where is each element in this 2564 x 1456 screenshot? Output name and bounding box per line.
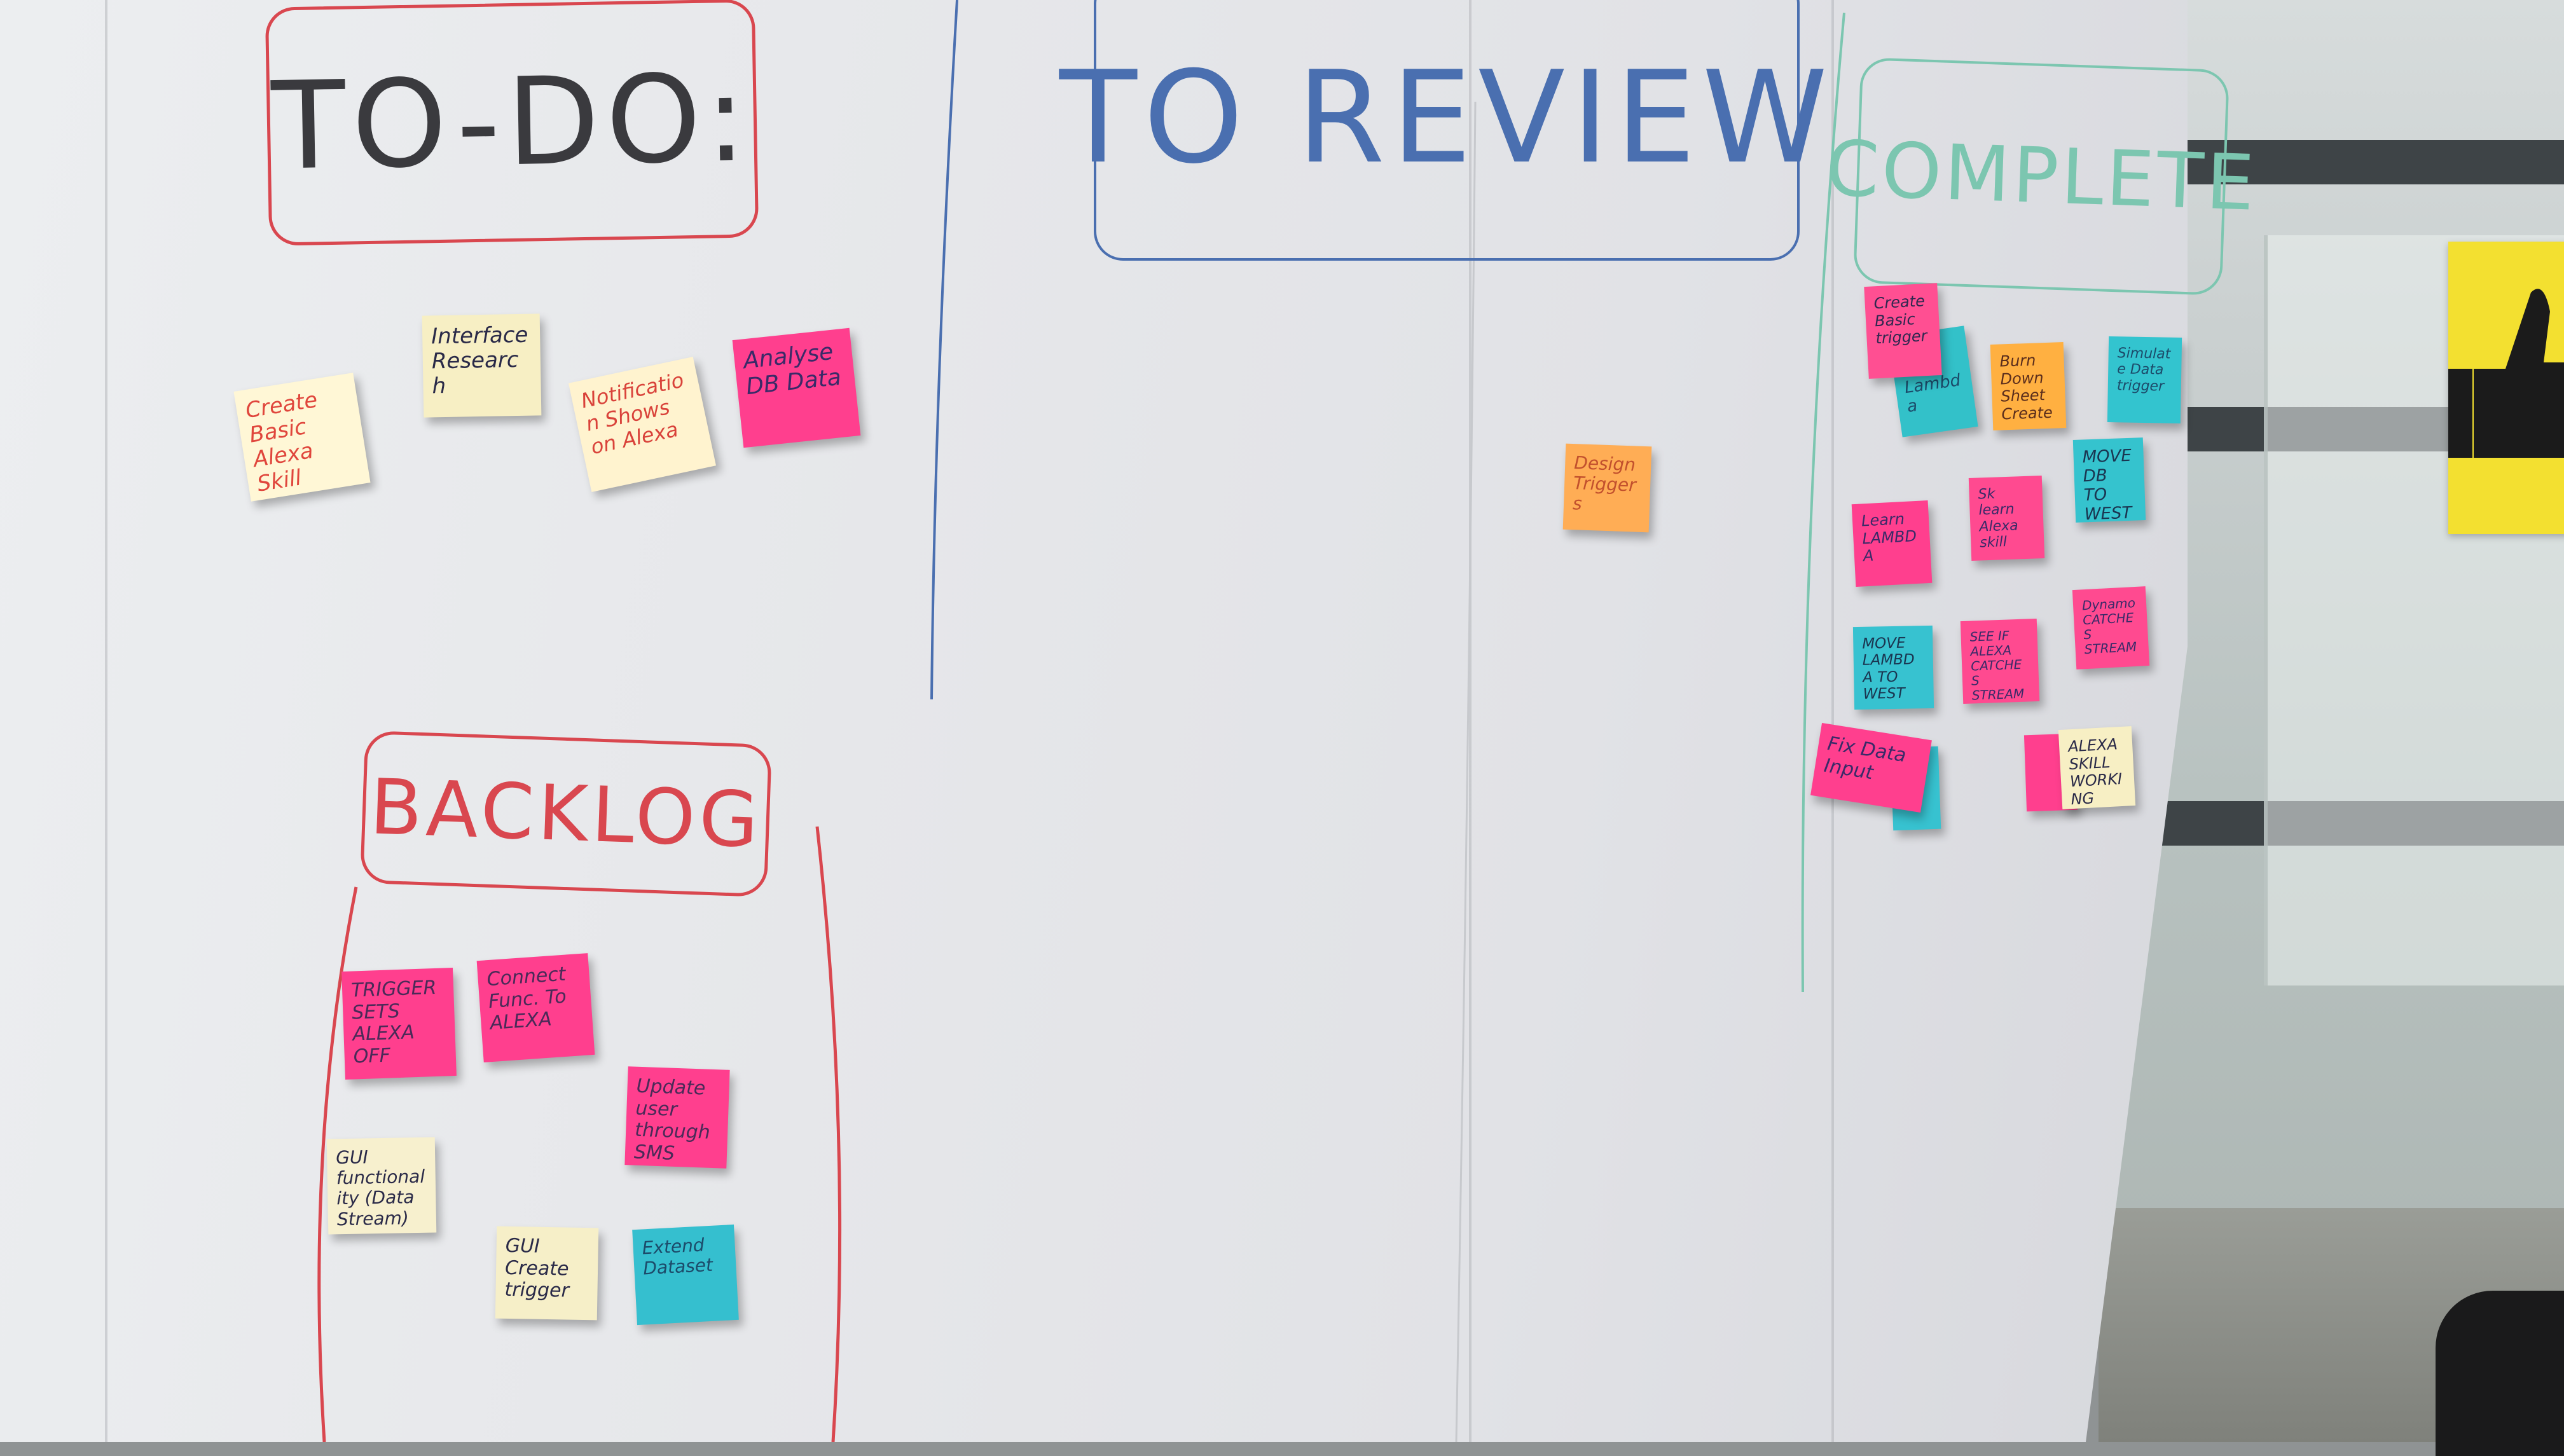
review-heading: TO REVIEW xyxy=(1059,43,1835,192)
sticky-note[interactable]: Update user through SMS xyxy=(624,1066,730,1169)
sticky-note[interactable]: Analyse DB Data xyxy=(732,327,861,448)
sticky-note[interactable]: Interface Research xyxy=(422,313,542,418)
todo-heading: TO-DO: xyxy=(270,48,754,197)
review-heading-box: TO REVIEW xyxy=(1059,0,1828,261)
sticky-note[interactable]: GUI functionality (Data Stream) xyxy=(326,1137,437,1235)
complete-heading: COMPLETE xyxy=(1824,125,2259,228)
sticky-note[interactable]: Create Basic Alexa Skill xyxy=(233,373,371,502)
sticky-note[interactable]: Dynamo CATCHES STREAM xyxy=(2072,586,2150,670)
complete-heading-box: COMPLETE xyxy=(1824,57,2258,296)
sticky-note[interactable]: Sk learn Alexa skill xyxy=(1968,476,2045,561)
sticky-note[interactable]: Design Triggers xyxy=(1562,443,1652,533)
todo-heading-box: TO-DO: xyxy=(265,0,759,246)
board-seam xyxy=(105,0,107,1442)
sticky-note[interactable]: Extend Dataset xyxy=(632,1224,739,1326)
sticky-note[interactable]: Create Basic trigger xyxy=(1864,283,1942,379)
backlog-heading: BACKLOG xyxy=(368,762,764,865)
office-chair xyxy=(2436,1291,2564,1456)
sticky-note[interactable]: Simulate Data trigger xyxy=(2107,336,2182,423)
sticky-note[interactable]: TRIGGER SETS ALEXA OFF xyxy=(341,967,457,1080)
board-seam xyxy=(1469,0,1472,1442)
sticky-note[interactable]: MOVE LAMBDA TO WEST xyxy=(1852,625,1934,710)
sticky-note[interactable]: ALEXA SKILL WORKING xyxy=(2058,726,2136,809)
sticky-note[interactable]: GUI Create trigger xyxy=(495,1226,599,1321)
sticky-note[interactable]: SEE IF ALEXA CATCHES STREAM xyxy=(1960,618,2040,704)
sticky-note[interactable]: MOVE DB TO WEST xyxy=(2072,437,2146,523)
sticky-note[interactable]: Connect Func. To ALEXA xyxy=(476,953,595,1062)
board-seam xyxy=(1831,0,1834,1442)
thumbs-up-icon xyxy=(2448,289,2564,458)
sticky-note[interactable]: Burn Down Sheet Create xyxy=(1990,342,2067,430)
backlog-heading-box: BACKLOG xyxy=(360,730,772,898)
sticky-note[interactable]: Learn LAMBDA xyxy=(1851,500,1933,587)
thumbs-up-sign xyxy=(2448,242,2564,534)
